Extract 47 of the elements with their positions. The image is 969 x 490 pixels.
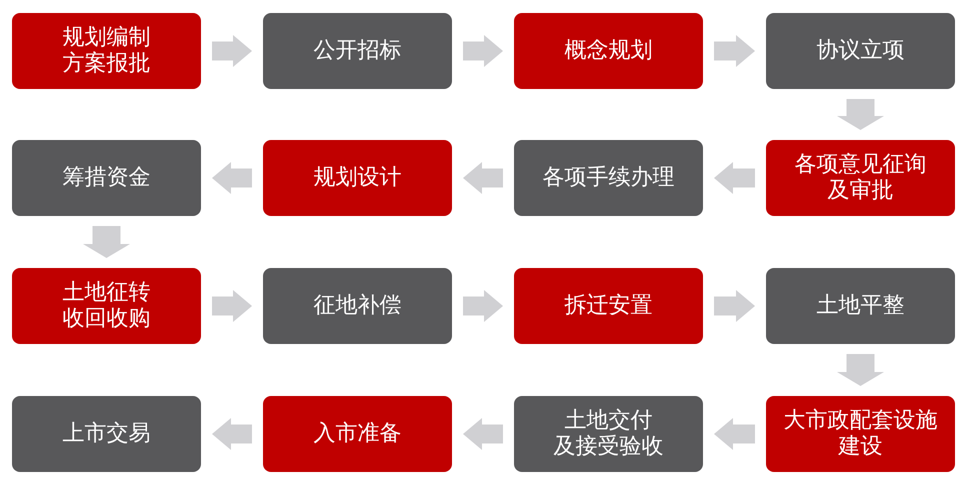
- arrow: [837, 354, 884, 386]
- arrow: [463, 162, 503, 194]
- box-label: 土地交付及接受验收: [554, 408, 664, 460]
- arrow: [463, 418, 503, 450]
- process-box: [263, 396, 452, 472]
- process-box: [766, 396, 955, 472]
- box-label: 公开招标: [314, 38, 402, 64]
- process-box: [12, 13, 201, 89]
- arrow: [837, 99, 884, 130]
- box-label: 土地征转收回收购: [62, 280, 150, 332]
- arrow: [212, 162, 252, 194]
- process-box: [12, 396, 201, 472]
- box-label: 征地补偿: [314, 292, 402, 320]
- arrow: [463, 290, 503, 322]
- process-box: [12, 140, 201, 216]
- arrow: [463, 35, 503, 67]
- arrow: [714, 162, 755, 194]
- arrow: [83, 226, 130, 258]
- box-label: 协议立项: [816, 38, 904, 64]
- box-label: 规划编制方案报批: [62, 24, 150, 78]
- box-label: 各项意见征询及审批: [794, 152, 926, 204]
- process-box: [766, 140, 955, 216]
- arrow: [714, 35, 755, 67]
- box-label: 拆迁安置: [564, 292, 652, 320]
- box-label: 概念规划: [564, 38, 652, 64]
- process-box: [12, 268, 201, 344]
- process-box: [514, 396, 703, 472]
- process-box: [263, 140, 452, 216]
- process-box: [766, 268, 955, 344]
- process-box: [263, 268, 452, 344]
- process-box: [263, 13, 452, 89]
- arrow: [714, 290, 755, 322]
- process-box: [514, 13, 703, 89]
- box-label: 土地平整: [816, 292, 904, 320]
- process-box: [514, 140, 703, 216]
- arrow: [212, 418, 252, 450]
- process-box: [514, 268, 703, 344]
- box-label: 各项手续办理: [542, 164, 674, 192]
- arrow: [212, 290, 252, 322]
- box-label: 上市交易: [62, 420, 150, 448]
- arrow: [212, 35, 252, 67]
- box-label: 大市政配套设施建设: [784, 408, 938, 460]
- arrow: [714, 418, 755, 450]
- box-label: 入市准备: [314, 420, 402, 448]
- process-box: [766, 13, 955, 89]
- box-label: 筹措资金: [62, 164, 150, 192]
- box-label: 规划设计: [314, 164, 402, 192]
